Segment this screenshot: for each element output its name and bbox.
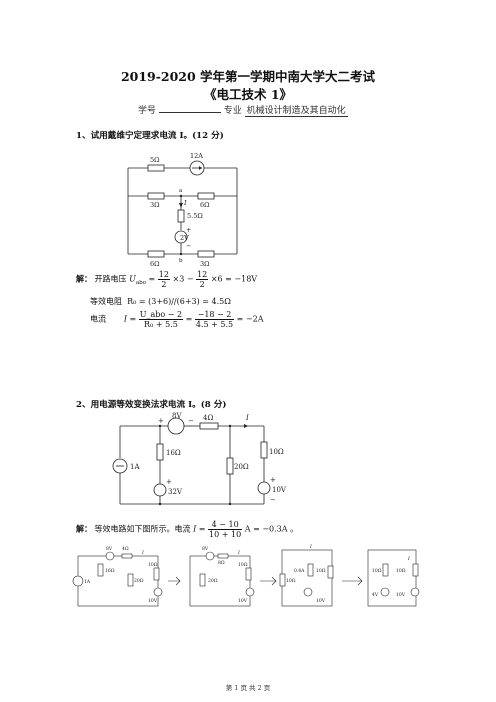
question-2-heading: 2、用电源等效变换法求电流 I。(8 分): [76, 400, 227, 410]
m2-label-10ohm: 10Ω: [238, 562, 248, 568]
c1-source-top-label: 12A: [190, 152, 203, 160]
c1-r-top-label: 5Ω: [150, 156, 160, 164]
m4-label-10ohm-right: 10Ω: [396, 568, 406, 574]
c1-r-bottom-left-label: 6Ω: [150, 260, 160, 266]
c2-r-mid-label: 20Ω: [234, 463, 249, 471]
q1-line1-var: U: [129, 274, 136, 284]
c2-minus-right: −: [270, 496, 276, 504]
m3-label-10ohm-left: 10Ω: [286, 578, 296, 584]
m3-label-0-4a: 0.4A: [294, 568, 305, 574]
c1-r-right-mid-label: 6Ω: [200, 201, 210, 209]
m3-label-i: I: [309, 544, 312, 550]
circuit-diagram-2: + 8V − 4Ω I 1A 16Ω + 32V 20Ω 10Ω + 10V −: [112, 412, 287, 506]
q2-solution-var: I =: [193, 524, 206, 534]
c1-plus-sign: +: [186, 226, 191, 234]
c1-r-left-mid-label: 3Ω: [150, 201, 160, 209]
m1-label-10v: 10V: [148, 598, 158, 604]
exam-title: 2019-2020 学年第一学期中南大学大二考试: [120, 69, 376, 84]
m3-label-10ohm-right: 10Ω: [316, 568, 326, 574]
m2-label-8v: 8V: [202, 546, 209, 552]
q1-line1-mid: ×3 −: [172, 274, 194, 284]
c2-r-right-label: 10Ω: [269, 448, 284, 456]
c2-r-left-label: 16Ω: [166, 449, 181, 457]
m4-label-10v: 10V: [396, 592, 406, 598]
m4-label-10ohm-left: 10Ω: [372, 568, 382, 574]
m1-label-4ohm: 4Ω: [122, 546, 129, 552]
m4-label-4v: 4V: [372, 592, 379, 598]
m1-label-20ohm: 20Ω: [134, 578, 144, 584]
c2-plus-top: +: [158, 417, 164, 425]
m4-label-i: I: [407, 556, 410, 562]
m2-label-20ohm: 20Ω: [208, 578, 218, 584]
c2-current-label: I: [245, 414, 249, 422]
q1-line1-text: 开路电压: [94, 274, 127, 284]
q2-solution-text: 等效电路如下图所示。电流: [94, 524, 191, 534]
student-id-blank: [158, 103, 221, 113]
q1-line3-eq: =: [185, 314, 193, 324]
c2-v-top-label: 8V: [172, 412, 182, 420]
c1-r-center-label: 5.5Ω: [187, 212, 203, 220]
q1-line3-text: 电流: [90, 314, 106, 324]
m3-label-10v: 10V: [316, 598, 326, 604]
m2-label-10v: 10V: [238, 598, 248, 604]
q1-line3-end: = −2A: [236, 314, 264, 324]
c1-r-bottom-right-label: 3Ω: [200, 260, 210, 266]
c2-minus-top: −: [188, 417, 194, 425]
course-title: 《电工技术 1》: [203, 87, 293, 102]
major-value: 机械设计制造及其自动化: [244, 103, 348, 117]
m2-label-i: I: [237, 550, 240, 556]
c1-node-a: a: [179, 188, 183, 194]
student-id-label: 学号: [138, 106, 157, 116]
c2-v-left-label: 32V: [168, 488, 183, 496]
c2-plus-right: +: [270, 476, 276, 484]
q1-solution-label: 解：: [76, 273, 92, 284]
c1-node-b: b: [179, 258, 183, 264]
q1-solution-line-2: 等效电阻 R₀ = (3+6)//(6+3) = 4.5Ω: [90, 296, 231, 307]
c1-v-center-label: 2V: [180, 234, 189, 242]
c1-current-label: I: [183, 199, 187, 207]
q1-line1-end: ×6 = −18V: [210, 274, 258, 284]
c2-r-top-label: 4Ω: [203, 414, 213, 422]
q2-solution-end: A = −0.3A 。: [244, 524, 299, 534]
question-1-heading: 1、试用戴维宁定理求电流 I。(12 分): [76, 131, 224, 141]
c2-v-right-label: 10V: [272, 486, 287, 494]
q1-line1-sub: abo: [135, 280, 146, 287]
m1-label-1a: 1A: [84, 579, 91, 585]
q1-line1-eq: =: [148, 274, 156, 284]
circuit-diagram-1: 5Ω 12A 3Ω 6Ω a b I 5.5Ω + 2V − 6Ω 3Ω: [127, 152, 238, 266]
m2-label-8ohm: 8Ω: [218, 560, 225, 566]
m1-label-10ohm: 10Ω: [148, 562, 158, 568]
c2-plus-left: +: [166, 478, 172, 486]
q1-line2-text: 等效电阻: [90, 297, 122, 306]
m1-label-8v: 8V: [106, 546, 113, 552]
student-info-line: 学号 专业 机械设计制造及其自动化: [138, 103, 348, 117]
c1-minus-sign: −: [186, 242, 191, 250]
q2-solution-label: 解：: [76, 523, 92, 534]
major-label: 专业: [223, 106, 242, 116]
equivalent-circuits-row: 8V 4Ω I 1A 16Ω 20Ω 10Ω 10V 8V I 8Ω 20Ω 1…: [72, 544, 420, 607]
page-footer: 第 1 页 共 2 页: [225, 684, 271, 692]
m1-label-16ohm: 16Ω: [105, 568, 115, 574]
c2-i-left-label: 1A: [130, 463, 140, 471]
q1-line2-expr: R₀ = (3+6)//(6+3) = 4.5Ω: [127, 297, 231, 306]
q1-line3-var: I =: [123, 314, 137, 324]
m1-label-i: I: [141, 550, 144, 556]
